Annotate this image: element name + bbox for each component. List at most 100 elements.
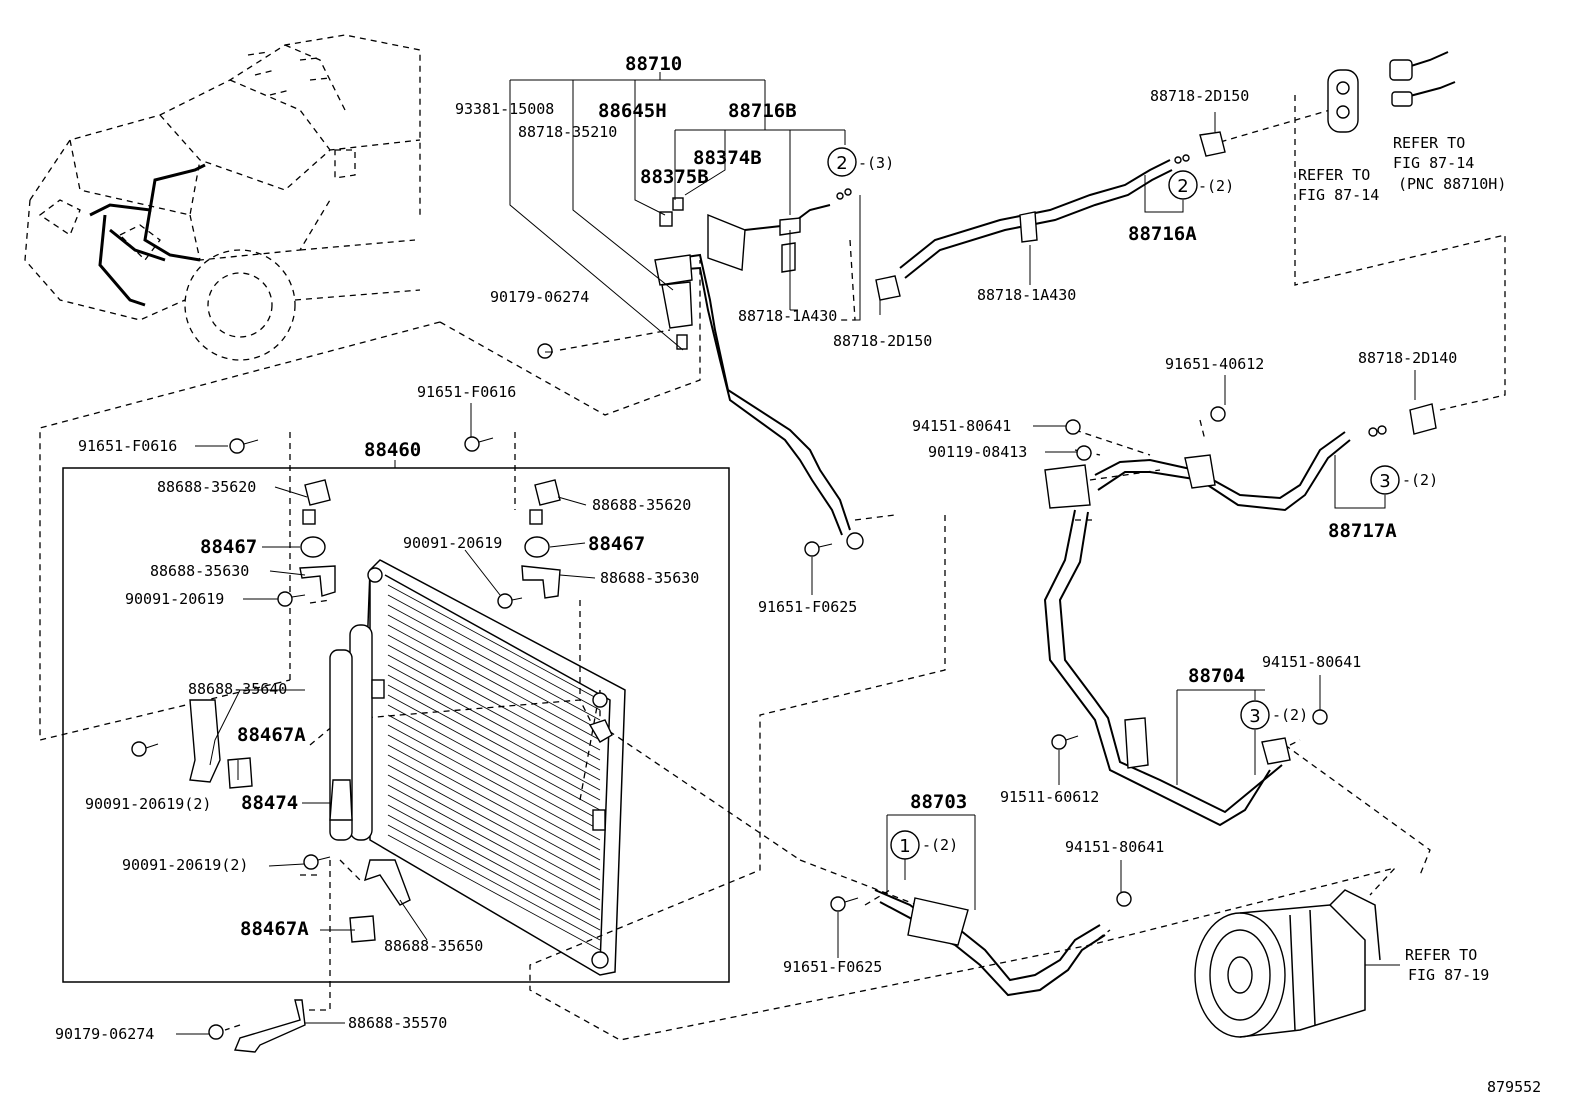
diagram-id: 879552 — [1487, 1078, 1541, 1096]
label-ring3-qty-a: -(2) — [1402, 471, 1438, 489]
label-90179-06274-bot: 90179-06274 — [55, 1025, 154, 1043]
label-88718-35210: 88718-35210 — [518, 123, 617, 141]
label-94151-80641-c: 94151-80641 — [1065, 838, 1164, 856]
condenser-fin — [387, 634, 601, 751]
label-90091-20619-2a: 90091-20619(2) — [85, 795, 211, 813]
pipe-88716A — [875, 131, 1226, 301]
condenser-fin — [387, 754, 601, 871]
condenser-fin — [387, 774, 601, 891]
ring-marker-2a-text: 2 — [836, 153, 847, 174]
label-88703: 88703 — [910, 791, 967, 813]
condenser-fin — [387, 584, 601, 701]
condenser-fin — [387, 624, 601, 741]
label-refer-c-2: FIG 87-19 — [1408, 966, 1489, 984]
label-refer-a-1: REFER TO — [1298, 166, 1370, 184]
ring-marker-2b-text: 2 — [1177, 176, 1188, 197]
condenser-fin — [387, 784, 601, 901]
label-88467-a: 88467 — [200, 536, 257, 558]
condenser-fin — [387, 724, 601, 841]
condenser-brackets — [189, 479, 561, 1053]
condenser-fin — [387, 764, 601, 881]
condenser-fin — [387, 834, 601, 951]
condenser-fin — [387, 794, 601, 911]
label-ring3-qty-b: -(2) — [1272, 706, 1308, 724]
condenser-fin — [387, 704, 601, 821]
condenser-fin — [387, 804, 601, 921]
ring-marker-2a — [827, 147, 857, 177]
label-88688-35620-b: 88688-35620 — [592, 496, 691, 514]
label-88474: 88474 — [241, 792, 298, 814]
label-88688-35640: 88688-35640 — [188, 680, 287, 698]
label-91651-F0616-a: 91651-F0616 — [78, 437, 177, 455]
label-91651-F0616-b: 91651-F0616 — [417, 383, 516, 401]
label-88688-35620-a: 88688-35620 — [157, 478, 256, 496]
label-94151-80641-a: 94151-80641 — [912, 417, 1011, 435]
condenser-fin — [387, 814, 601, 931]
label-90091-20619-2b: 90091-20619(2) — [122, 856, 248, 874]
label-ring-qty-3: -(3) — [858, 154, 894, 172]
label-refer-b-2: FIG 87-14 — [1393, 154, 1474, 172]
pipe-88717A — [1094, 403, 1437, 512]
label-88645H: 88645H — [598, 100, 667, 122]
label-91651-F0625-a: 91651-F0625 — [758, 598, 857, 616]
label-88718-2D150-b: 88718-2D150 — [1150, 87, 1249, 105]
label-90119-08413: 90119-08413 — [928, 443, 1027, 461]
label-91651-40612: 91651-40612 — [1165, 355, 1264, 373]
condenser-fin — [387, 684, 601, 801]
condenser-fin — [387, 734, 601, 851]
label-88718-2D140: 88718-2D140 — [1358, 349, 1457, 367]
label-91651-F0625-b: 91651-F0625 — [783, 958, 882, 976]
label-88374B: 88374B — [693, 147, 762, 169]
label-refer-c-1: REFER TO — [1405, 946, 1477, 964]
label-refer-a-2: FIG 87-14 — [1298, 186, 1379, 204]
ring-marker-1-text: 1 — [899, 836, 910, 857]
ring-marker-2b — [1168, 170, 1198, 200]
condenser-assembly-frame — [62, 467, 730, 983]
label-88716B: 88716B — [728, 100, 797, 122]
ac-compressor — [1194, 889, 1400, 1038]
label-88688-35570: 88688-35570 — [348, 1014, 447, 1032]
hose-88703 — [874, 889, 1106, 997]
condenser-fin — [387, 714, 601, 831]
label-88467A-b: 88467A — [240, 918, 309, 940]
leader-lines — [176, 72, 1416, 1035]
label-88688-35630-a: 88688-35630 — [150, 562, 249, 580]
label-93381-15008: 93381-15008 — [455, 100, 554, 118]
label-88718-1A430-a: 88718-1A430 — [738, 307, 837, 325]
label-88716A: 88716A — [1128, 223, 1197, 245]
condenser-fin — [387, 614, 601, 731]
label-ring1-qty: -(2) — [922, 836, 958, 854]
label-88717A: 88717A — [1328, 520, 1397, 542]
refer-fittings — [1327, 51, 1456, 133]
label-88467A-a: 88467A — [237, 724, 306, 746]
label-90179-06274-top: 90179-06274 — [490, 288, 589, 306]
label-88688-35630-b: 88688-35630 — [600, 569, 699, 587]
ring-markers: 2 2 3 3 1 — [827, 147, 1400, 860]
label-90091-20619-b: 90091-20619 — [403, 534, 502, 552]
label-88688-35650: 88688-35650 — [384, 937, 483, 955]
condenser-fin — [387, 664, 601, 781]
label-88467-b: 88467 — [588, 533, 645, 555]
label-88718-1A430-b: 88718-1A430 — [977, 286, 1076, 304]
label-88460: 88460 — [364, 439, 421, 461]
condenser-fin — [387, 824, 601, 941]
ring-marker-3b-text: 3 — [1249, 706, 1260, 727]
condenser-fin — [387, 604, 601, 721]
hose-88704 — [1043, 464, 1291, 827]
condenser-fin — [387, 674, 601, 791]
label-88718-2D150-a: 88718-2D150 — [833, 332, 932, 350]
label-90091-20619-a: 90091-20619 — [125, 590, 224, 608]
label-88704: 88704 — [1188, 665, 1245, 687]
condenser-fin — [387, 744, 601, 861]
ring-marker-3b — [1240, 700, 1270, 730]
label-refer-b-1: REFER TO — [1393, 134, 1465, 152]
label-94151-80641-b: 94151-80641 — [1262, 653, 1361, 671]
condenser-fin — [387, 694, 601, 811]
label-91511-60612: 91511-60612 — [1000, 788, 1099, 806]
condenser-fin — [387, 654, 601, 771]
vehicle-illustration — [24, 34, 421, 361]
condenser-core — [329, 559, 626, 976]
label-refer-b-3: (PNC 88710H) — [1398, 175, 1506, 193]
label-88375B: 88375B — [640, 166, 709, 188]
